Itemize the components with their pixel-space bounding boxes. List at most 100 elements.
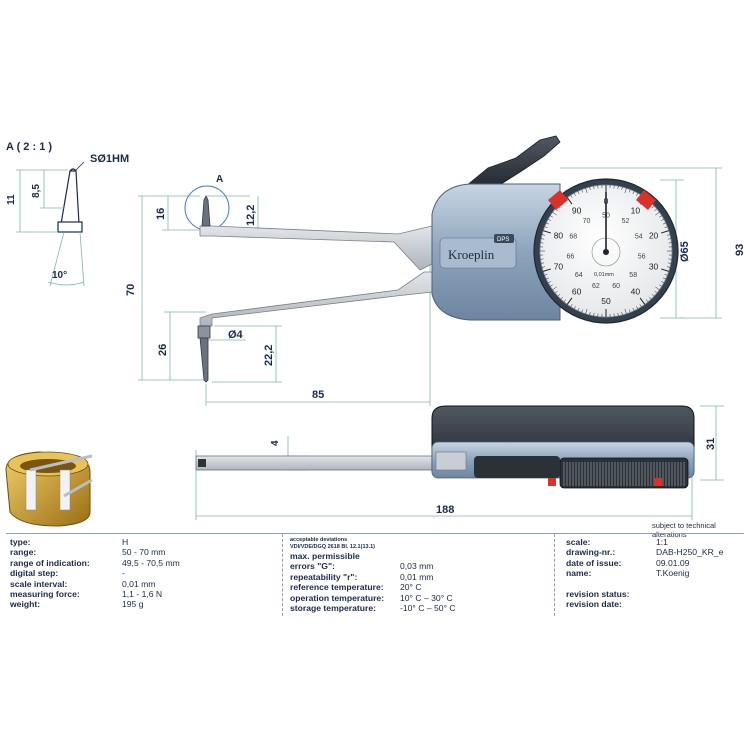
drawing-info-row: revision status: bbox=[566, 589, 742, 599]
dial-inner-number: 66 bbox=[566, 254, 574, 261]
deviation-key: operation temperature: bbox=[290, 592, 385, 603]
spec-value: 0,01 mm bbox=[122, 578, 156, 589]
dial-tick bbox=[624, 188, 627, 194]
dial-tick bbox=[585, 308, 588, 314]
dial-tick bbox=[655, 286, 660, 290]
dim-70: 70 bbox=[125, 284, 137, 296]
dial-tick bbox=[654, 290, 658, 294]
drawing-info-key: revision status: bbox=[566, 588, 630, 599]
drawing-info-value: 09.01.09 bbox=[656, 557, 690, 568]
lower-tip bbox=[199, 337, 209, 383]
dim-26: 26 bbox=[157, 344, 169, 356]
dial-tick bbox=[632, 191, 635, 195]
dial-tick bbox=[546, 277, 550, 280]
dial-tick bbox=[593, 186, 595, 190]
tip-insert-illustration bbox=[5, 451, 93, 527]
dial-tick bbox=[659, 284, 662, 287]
spec-value: 195 g bbox=[122, 599, 144, 610]
drawing-info-key: scale: bbox=[566, 537, 591, 547]
dial-unit: 0,01mm bbox=[594, 272, 614, 278]
dial-tick bbox=[544, 226, 548, 229]
note-alterations: subject to technical alterations bbox=[652, 521, 716, 539]
dial-tick bbox=[542, 234, 546, 236]
upper-tip bbox=[201, 195, 211, 227]
side-knurl bbox=[563, 462, 685, 486]
dial-tick bbox=[573, 193, 576, 196]
dial-tick bbox=[632, 307, 635, 311]
spec-value: - bbox=[122, 568, 125, 579]
spec-row: scale interval: 0,01 mm bbox=[10, 579, 280, 589]
deviation-row: operation temperature: 10° C – 30° C bbox=[290, 593, 552, 603]
detail-dim-11: 11 bbox=[6, 194, 17, 205]
dial-tick bbox=[581, 309, 584, 313]
deviation-value: 0,03 mm bbox=[400, 561, 434, 572]
dial-numbers: 0102030405060708090505254565860626466687… bbox=[554, 196, 659, 306]
dial-tick bbox=[570, 195, 573, 198]
dial-tick bbox=[541, 262, 545, 264]
front-view: A Kroeplin DPS 0102030405060708090505254… bbox=[125, 135, 746, 406]
deviation-value: -10° C – 50° C bbox=[400, 602, 456, 613]
dial-outer-number: 20 bbox=[649, 231, 659, 241]
dim-31: 31 bbox=[705, 438, 717, 450]
dial-tick bbox=[593, 312, 595, 316]
dial-tick bbox=[651, 293, 655, 297]
drawing-info-key: drawing-nr.: bbox=[566, 547, 616, 558]
deviation-key: errors "G": bbox=[290, 561, 335, 572]
dial-tick bbox=[628, 189, 631, 193]
dial-tick bbox=[648, 296, 652, 300]
dial-outer-number: 90 bbox=[572, 206, 582, 216]
spec-key: measuring force: bbox=[10, 588, 80, 599]
dial-tick bbox=[636, 193, 639, 196]
dial-tick bbox=[661, 218, 664, 221]
dial-tick bbox=[543, 268, 551, 272]
dial-tick bbox=[577, 191, 580, 195]
dial-tick bbox=[628, 309, 631, 313]
dial-tick bbox=[617, 312, 619, 316]
dial-tick bbox=[543, 230, 551, 234]
dial-tick bbox=[577, 307, 580, 311]
dial-tick bbox=[661, 268, 669, 272]
title-block-middle: acceptable deviations VDI/VDE/DGQ 2618 B… bbox=[290, 537, 552, 613]
dial-outer-number: 10 bbox=[631, 206, 641, 216]
deviation-value: 10° C – 30° C bbox=[400, 592, 453, 603]
dial-tick bbox=[667, 262, 671, 264]
dial-tick bbox=[541, 238, 545, 240]
dial-tick bbox=[589, 311, 591, 315]
spec-value: 1,1 - 1,6 N bbox=[122, 588, 163, 599]
dial-inner-number: 64 bbox=[575, 272, 583, 279]
dial-tick bbox=[645, 299, 649, 303]
dial-tick bbox=[661, 230, 669, 234]
spec-key: digital step: bbox=[10, 568, 59, 579]
detail-marker: A bbox=[216, 174, 223, 185]
spec-key: range: bbox=[10, 547, 37, 558]
deviation-key: max. permissible bbox=[290, 551, 360, 561]
deviation-value: 0,01 mm bbox=[400, 571, 434, 582]
tolerance-marker-right bbox=[636, 190, 656, 210]
dial-outer-number: 50 bbox=[601, 296, 611, 306]
dial-tick bbox=[581, 189, 584, 193]
lower-arm bbox=[199, 271, 437, 327]
spec-row: weight:195 g bbox=[10, 599, 280, 609]
dial-tick bbox=[624, 308, 627, 314]
deviation-row: max. permissible bbox=[290, 551, 552, 561]
dial-tick bbox=[659, 215, 662, 218]
dial-tick bbox=[563, 299, 567, 303]
drawing-info-key: name: bbox=[566, 568, 592, 579]
dim-12-2: 12,2 bbox=[245, 205, 257, 226]
deviation-row: repeatability "r":0,01 mm bbox=[290, 572, 552, 582]
dial-tick bbox=[661, 281, 664, 284]
drawing-info-value: DAB-H250_KR_e bbox=[656, 547, 724, 558]
spec-key: scale interval: bbox=[10, 578, 68, 589]
drawing-info-row: date of issue:09.01.09 bbox=[566, 558, 742, 568]
dial-inner-number: 70 bbox=[583, 218, 591, 225]
drawing-info-row: drawing-nr.: DAB-H250_KR_e bbox=[566, 547, 742, 557]
side-rod bbox=[195, 455, 443, 471]
upper-arm bbox=[199, 225, 437, 271]
spec-row: digital step: - bbox=[10, 568, 280, 578]
drawing-info-row: revision date: bbox=[566, 599, 742, 609]
dial-tick bbox=[570, 304, 573, 307]
dial-tick bbox=[639, 297, 646, 305]
dial-inner-number: 54 bbox=[635, 234, 643, 241]
